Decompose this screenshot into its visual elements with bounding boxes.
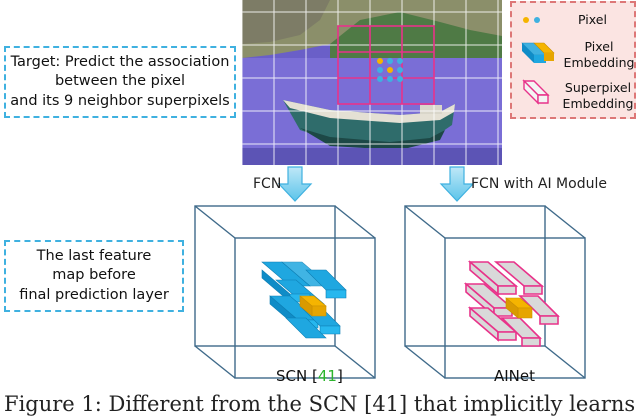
feature-map-description-box: The last feature map before final predic… [4,240,184,312]
ainet-pixel-embedding [505,297,533,319]
target-description-box: Target: Predict the association between … [4,46,236,118]
feature-line-2: map before [52,267,136,284]
target-line-3: and its 9 neighbor superpixels [10,92,230,109]
legend-superpixel-embedding-icon [522,79,550,105]
fcn-ai-arrow-right [439,166,475,202]
scn-pixel-embedding [299,295,327,317]
legend-pixel-embedding-label: Pixel Embedding [560,39,638,72]
legend-glyphs [521,17,555,105]
boat-photo [242,0,502,165]
ainet-caption: AINet [494,367,536,385]
scn-caption-text: SCN [276,367,308,385]
legend-superpixel-embedding-label: Superpixel Embedding [558,80,638,113]
legend-pixel-embedding-line-1: Pixel [584,39,614,54]
fcn-label: FCN [253,176,282,192]
legend-superpixel-embedding-line-1: Superpixel [564,80,632,95]
scn-embedding-grid [261,261,347,339]
superpixel-neighborhood [337,25,435,105]
legend-pixel-embedding-line-2: Embedding [563,55,635,71]
target-line-1: Target: Predict the association [10,53,230,70]
ainet-embedding-grid [463,260,560,347]
scn-citation: 41 [317,367,337,385]
scn-caption: SCN [41] [276,367,343,385]
legend-pixel-label: Pixel [578,12,607,27]
legend-pixel-dot-orange [523,17,529,23]
fcn-ai-module-label: FCN with AI Module [471,176,607,192]
legend-pixel-embedding-icon [521,42,555,63]
legend-pixel-dot-blue [534,17,540,23]
figure-caption: Figure 1: Different from the SCN [41] th… [4,392,636,416]
legend-superpixel-embedding-line-2: Embedding [562,96,634,112]
legend-box: Pixel Pixel Embedding Superpixel Embeddi… [510,1,636,119]
feature-line-3: final prediction layer [19,286,169,303]
fcn-arrow-left [277,166,313,202]
scn-feature-cube [194,205,376,379]
pixel-dots [377,58,403,82]
target-line-2: between the pixel [54,73,186,90]
feature-line-1: The last feature [36,247,152,264]
ainet-feature-cube [404,205,586,379]
